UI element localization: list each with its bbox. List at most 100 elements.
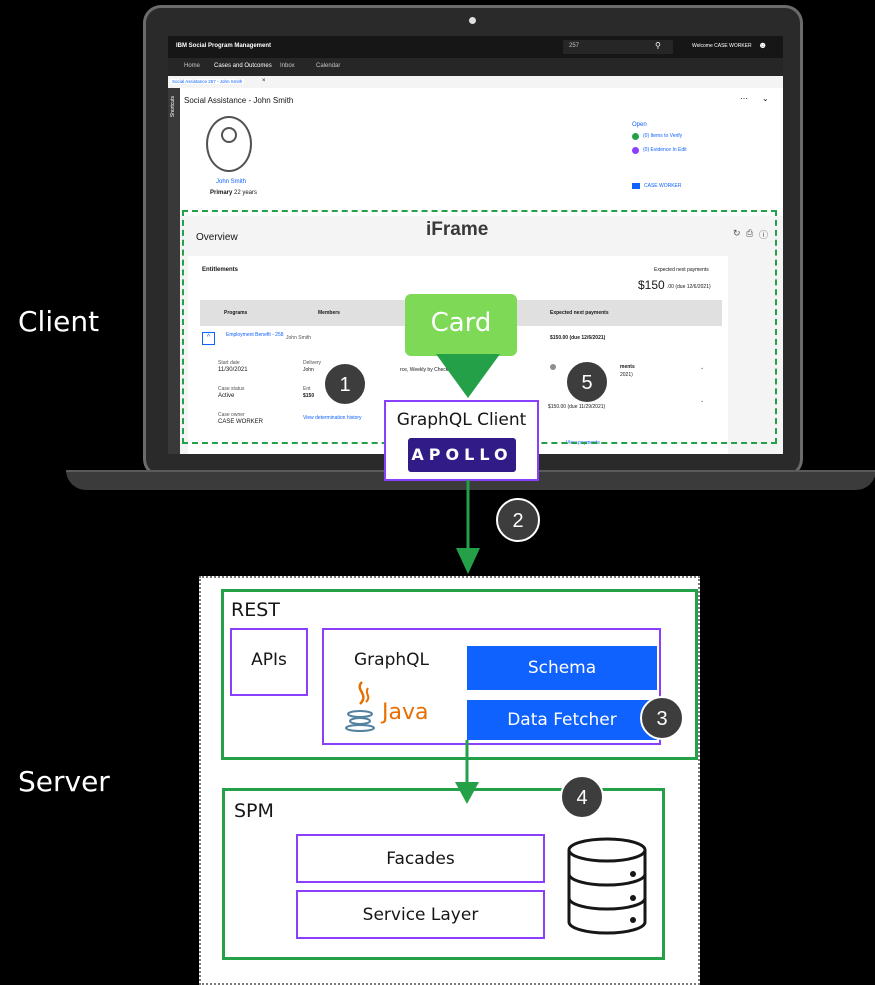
delivery-text: rce, Weekly by Check in Advance (400, 367, 475, 373)
evidence-link[interactable]: (0) Evidence In Edit (643, 147, 687, 153)
entitlement-label: Ent (303, 386, 311, 392)
step-badge-1: 1 (323, 362, 367, 406)
entitlements-title: Entitlements (202, 267, 239, 273)
member-name: John Smith (286, 335, 312, 341)
chevron-down-icon[interactable]: ⌄ (762, 94, 769, 103)
row-expected: $150.00 (due 12/6/2021) (550, 335, 606, 341)
shortcuts-label: Shortcuts (170, 96, 176, 118)
expected-cents: .00 (due 12/6/2021) (667, 284, 711, 290)
case-tab[interactable]: Social Assistance 257 - John Smith (170, 79, 245, 84)
client-server-arrow (456, 480, 480, 574)
client-label: Client (18, 305, 100, 338)
step-badge-3: 3 (640, 696, 684, 740)
print-icon[interactable]: ⎙ (746, 228, 754, 238)
page-title: Social Assistance - John Smith (184, 96, 294, 105)
nav-calendar[interactable]: Calendar (316, 63, 341, 69)
nav-home[interactable]: Home (184, 63, 201, 69)
spm-box (222, 788, 665, 960)
col-expected: Expected next payments (550, 310, 609, 316)
owner-link[interactable]: CASE WORKER (644, 183, 682, 189)
apis-label: APIs (251, 650, 287, 670)
graphql-client-box: GraphQL Client APOLLO (384, 400, 539, 481)
card-box: Card (405, 294, 517, 356)
history-link[interactable]: View determination history (303, 415, 362, 421)
step-badge-2: 2 (496, 498, 540, 542)
program-link[interactable]: Employment Benefit - 258 (226, 332, 284, 338)
person-name[interactable]: John Smith (216, 179, 247, 185)
rest-label: REST (231, 599, 280, 621)
apollo-logo: APOLLO (408, 438, 516, 472)
iframe-label: iFrame (426, 219, 489, 240)
database-icon (567, 837, 647, 935)
nav-cases[interactable]: Cases and Outcomes (214, 63, 272, 69)
case-owner-label: Case owner (218, 412, 245, 418)
payments-chevron-icon-2[interactable]: ⌄ (700, 398, 705, 404)
search-input[interactable]: 257 ⚲ (563, 40, 673, 54)
delivery-label: Delivery (303, 360, 322, 366)
card-arrow (436, 354, 500, 398)
search-value: 257 (569, 43, 580, 49)
evidence-icon (632, 147, 639, 154)
facades-label: Facades (386, 849, 455, 869)
person-role: Primary (210, 190, 233, 196)
server-label: Server (18, 765, 110, 798)
avatar (206, 116, 252, 172)
search-icon[interactable]: ⚲ (655, 41, 661, 50)
case-owner-value: CASE WORKER (218, 419, 264, 425)
spm-label: SPM (234, 800, 274, 822)
overview-title: Overview (196, 232, 238, 243)
nav-inbox[interactable]: Inbox (280, 63, 295, 69)
app-brand[interactable]: IBM Social Program Management (176, 43, 272, 49)
verify-icon (632, 133, 639, 140)
delivery-name: John (303, 367, 314, 373)
expected-amount: $150 (638, 278, 665, 292)
graphql-client-label: GraphQL Client (396, 410, 527, 430)
schema-box: Schema (467, 646, 657, 690)
person-age: 22 years (234, 190, 258, 196)
expand-row-icon[interactable]: ^ (202, 332, 215, 345)
apollo-text: APOLLO (411, 445, 513, 464)
start-date-label: Start date (218, 360, 240, 366)
facades-box: Facades (296, 834, 545, 883)
rest-spm-arrow (455, 740, 479, 804)
graphql-label: GraphQL (354, 650, 429, 670)
payments-amount-fragment: $150.00 (due 11/29/2021) (548, 404, 606, 410)
card-label: Card (430, 308, 492, 338)
payments-fragment: ments (620, 364, 635, 370)
service-layer-label: Service Layer (362, 905, 479, 925)
data-fetcher-box: Data Fetcher (467, 700, 657, 740)
payments-chevron-icon[interactable]: ⌄ (700, 365, 705, 371)
rest-box (221, 589, 698, 760)
graphql-box: GraphQL Java Schema Data Fetcher (322, 628, 661, 745)
col-programs: Programs (224, 310, 248, 316)
help-icon[interactable]: ⓘ (759, 230, 769, 240)
step-badge-5: 5 (565, 360, 609, 404)
case-tab-bar: Social Assistance 257 - John Smith × (168, 76, 783, 88)
close-tab-icon[interactable]: × (262, 78, 266, 84)
service-layer-box: Service Layer (296, 890, 545, 939)
entitlement-value: $150 (303, 393, 315, 399)
welcome-text: Welcome CASE WORKER (692, 43, 752, 49)
main-nav: Home Cases and Outcomes Inbox Calendar (168, 58, 783, 76)
apis-box: APIs (230, 628, 308, 696)
user-icon[interactable]: ☻ (758, 40, 768, 50)
refresh-icon[interactable]: ↻ (733, 228, 741, 238)
java-label: Java (382, 700, 429, 725)
more-icon[interactable]: ⋯ (740, 94, 748, 103)
step-badge-4: 4 (560, 775, 604, 819)
java-cup-icon (345, 681, 375, 732)
payments-date-fragment: 2021) (620, 372, 633, 378)
avatar-head-icon (221, 127, 237, 143)
col-members: Members (318, 310, 340, 316)
verify-link[interactable]: (0) Items to Verify (643, 133, 683, 139)
case-status-value: Active (218, 393, 235, 399)
expected-label: Expected next payments (654, 267, 709, 273)
laptop-camera (469, 17, 476, 24)
briefcase-icon (632, 183, 640, 189)
case-status: Open (632, 122, 647, 128)
shortcuts-panel[interactable]: Shortcuts (168, 88, 180, 454)
start-date-value: 11/30/2021 (218, 367, 248, 373)
case-status-label: Case status (218, 386, 245, 392)
app-top-bar: IBM Social Program Management 257 ⚲ Welc… (168, 36, 783, 58)
info-icon (550, 364, 556, 370)
